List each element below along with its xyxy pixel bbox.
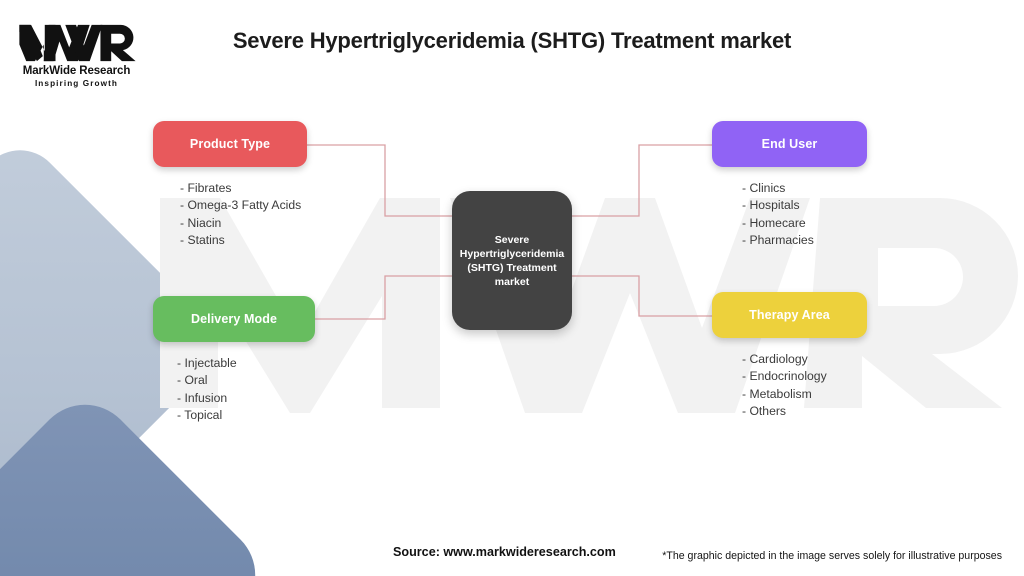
segment-header-therapy-area[interactable]: Therapy Area (712, 292, 867, 338)
list-item: - Injectable (177, 356, 237, 370)
list-item: - Clinics (742, 181, 786, 195)
mwr-monogram-icon (18, 24, 136, 62)
list-item: - Fibrates (180, 181, 232, 195)
segment-items-end-user: - Clinics - Hospitals - Homecare - Pharm… (712, 180, 867, 250)
segment-end-user: End User - Clinics - Hospitals - Homecar… (712, 121, 867, 250)
disclaimer-label: *The graphic depicted in the image serve… (662, 550, 1002, 562)
list-item: - Hospitals (742, 198, 800, 213)
source-label: Source: www.markwideresearch.com (393, 545, 616, 559)
list-item: - Cardiology (742, 352, 808, 366)
list-item: - Endocrinology (742, 369, 827, 384)
list-item: - Pharmacies (742, 233, 814, 248)
page-title: Severe Hypertriglyceridemia (SHTG) Treat… (232, 28, 792, 53)
list-item: - Infusion (177, 390, 228, 405)
list-item: - Niacin (180, 215, 222, 230)
center-node-label: Severe Hypertriglyceridemia (SHTG) Treat… (459, 233, 565, 288)
segment-therapy-area: Therapy Area - Cardiology - Endocrinolog… (712, 292, 867, 421)
list-item: - Oral (177, 373, 208, 388)
segment-header-end-user[interactable]: End User (712, 121, 867, 167)
list-item: - Homecare (742, 215, 806, 230)
brand-logo: MarkWide Research Inspiring Growth (14, 22, 139, 88)
list-item: - Metabolism (742, 386, 812, 401)
brand-tagline: Inspiring Growth (34, 79, 119, 88)
brand-name: MarkWide Research (22, 65, 131, 77)
segment-items-therapy-area: - Cardiology - Endocrinology - Metabolis… (712, 351, 867, 421)
center-node: Severe Hypertriglyceridemia (SHTG) Treat… (452, 191, 572, 330)
segment-product-type: Product Type - Fibrates - Omega-3 Fatty … (153, 121, 307, 250)
segment-delivery-mode: Delivery Mode - Injectable - Oral - Infu… (153, 296, 315, 425)
segment-items-delivery-mode: - Injectable - Oral - Infusion - Topical (153, 355, 315, 425)
segment-header-delivery-mode[interactable]: Delivery Mode (153, 296, 315, 342)
list-item: - Omega-3 Fatty Acids (180, 198, 302, 213)
segment-header-product-type[interactable]: Product Type (153, 121, 307, 167)
list-item: - Statins (180, 233, 225, 248)
list-item: - Topical (177, 408, 223, 423)
segment-items-product-type: - Fibrates - Omega-3 Fatty Acids - Niaci… (153, 180, 307, 250)
list-item: - Others (742, 404, 787, 419)
